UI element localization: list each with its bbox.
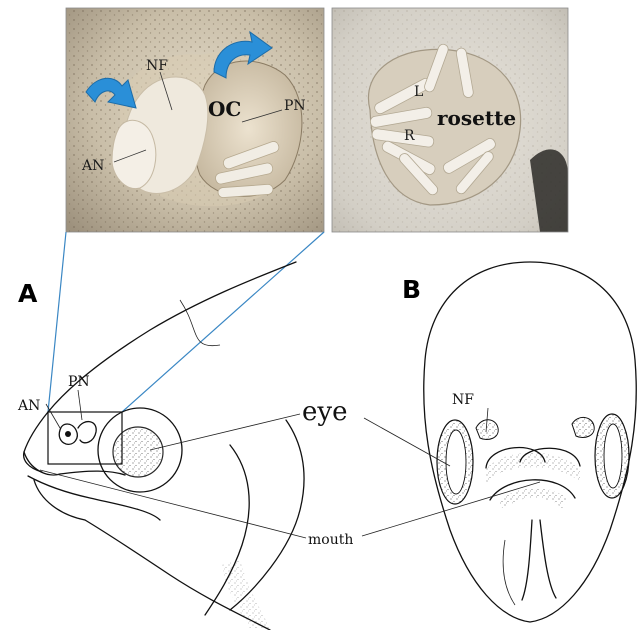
panel-letter-a: A bbox=[18, 279, 38, 308]
label-mouth: mouth bbox=[308, 532, 353, 548]
photo-rosette-closeup: L R rosette bbox=[332, 8, 568, 232]
label-pn-photo: PN bbox=[284, 98, 306, 114]
label-an-photo: AN bbox=[81, 158, 104, 174]
nostril-flap-right bbox=[572, 417, 594, 437]
label-rosette: rosette bbox=[437, 106, 516, 130]
head-dorsal-drawing bbox=[424, 262, 637, 622]
label-eye: eye bbox=[302, 397, 347, 427]
label-nf-photo: NF bbox=[146, 58, 168, 74]
label-nf: NF bbox=[452, 392, 474, 408]
label-l: L bbox=[414, 84, 423, 100]
zoom-line-left bbox=[48, 232, 66, 412]
zoom-line-right bbox=[122, 232, 324, 412]
panel-letter-b: B bbox=[402, 275, 421, 304]
label-an: AN bbox=[17, 398, 40, 414]
label-pn: PN bbox=[68, 374, 90, 390]
posterior-nostril-drawing bbox=[78, 422, 96, 443]
head-lateral-drawing bbox=[24, 262, 304, 630]
label-oc: OC bbox=[208, 97, 241, 121]
label-r: R bbox=[404, 128, 415, 144]
photo-nostril-closeup: NF OC PN AN bbox=[66, 8, 324, 232]
eye-ball bbox=[113, 427, 163, 477]
